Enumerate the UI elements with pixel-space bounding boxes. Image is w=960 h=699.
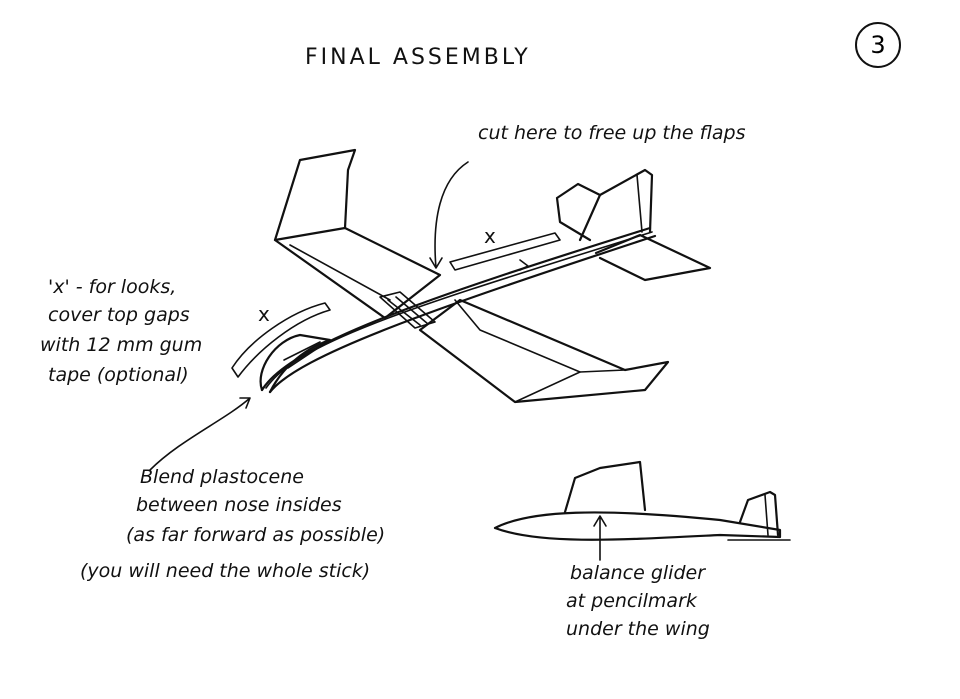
left-wing [273,226,442,320]
fuselage [260,226,652,392]
balance-note-line-2: at pencilmark [566,590,697,612]
glider-side-view [493,460,791,561]
cut-flaps-note: cut here to free up the flaps [478,122,746,144]
plasticine-note-line-3: (as far forward as possible) [126,524,386,546]
plasticine-note-line-1: Blend plastocene [140,466,304,488]
balance-note-line-3: under the wing [566,618,710,640]
glider-isometric [149,148,712,471]
plasticine-arrow [149,397,251,471]
page-title: FINAL ASSEMBLY [305,45,531,70]
plasticine-note-line-2: between nose insides [136,494,342,516]
nose-gap-strip [231,302,331,378]
x-mark-wing: x [484,224,496,248]
x-mark-nose: x [258,302,270,326]
side-fin [738,490,780,537]
looks-note-line-1: 'x' - for looks, [48,276,177,298]
flap-gap-strip [449,232,561,271]
side-fuselage [493,511,782,541]
wing-root-patch [379,291,436,329]
looks-note-line-3: with 12 mm gum [40,334,203,356]
tail-fin [578,168,654,242]
cut-arrow [429,161,469,269]
balance-arrow [593,515,607,561]
right-wing [418,298,670,404]
plasticine-note-line-4: (you will need the whole stick) [80,560,371,582]
nose [259,333,332,394]
right-stabiliser [594,233,712,282]
side-wing [563,460,647,514]
left-winglet [273,148,357,242]
left-stabiliser [555,182,602,242]
balance-note-line-1: balance glider [570,562,706,584]
looks-note-line-4: tape (optional) [48,364,189,386]
looks-note-line-2: cover top gaps [48,304,190,326]
page-number: 3 [855,22,901,68]
